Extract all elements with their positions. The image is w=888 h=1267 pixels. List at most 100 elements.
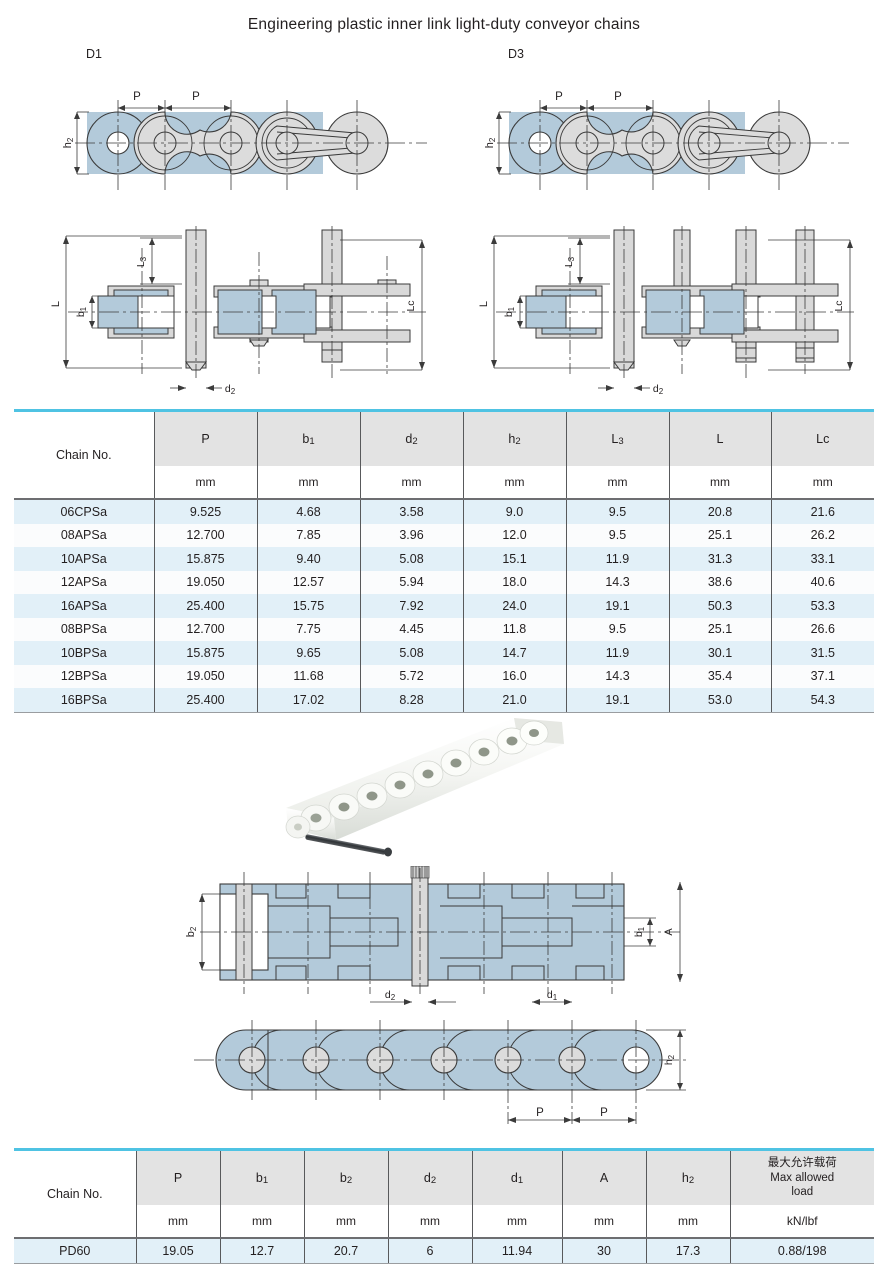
cell-b1: 15.75 [256,594,361,618]
column-header-chain-no: Chain No. [14,412,155,500]
cell-b1: 9.40 [256,547,361,571]
dim-label-A: A [663,928,675,936]
dim-label-L3: L3 [563,256,576,267]
cell-L: 20.8 [668,499,772,524]
dim-label-pitch-2: P [192,91,200,103]
cell-Lc: 26.6 [770,617,874,641]
cell-b1: 9.65 [256,641,361,665]
cell-b1: 11.68 [256,664,361,688]
column-header-d2: d2 [359,412,464,466]
dim-label-b1: b1 [633,926,646,937]
cell-Lc: 31.5 [770,641,874,665]
cell-b1: 7.85 [256,523,361,547]
cell-P: 12.700 [153,617,258,641]
table-row: 08BPSa 12.700 7.75 4.45 11.8 9.5 25.1 26… [14,617,874,641]
load-header-en-2: load [791,1186,814,1199]
cell-chain-no: 10APSa [14,547,155,571]
dim-label-b2: b2 [185,926,198,937]
cell-b1: 17.02 [256,688,361,713]
cell-L3: 14.3 [565,664,670,688]
unit-load: kN/lbf [729,1205,874,1239]
table-row: 10BPSa 15.875 9.65 5.08 14.7 11.9 30.1 3… [14,641,874,665]
cell-d2: 5.72 [359,664,464,688]
dim-label-Lc: Lc [833,300,845,311]
cell-chain-no: 08APSa [14,523,155,547]
cell-P: 25.400 [153,594,258,618]
variant-label-d3: D3 [508,47,524,61]
unit-L: mm [668,466,772,500]
column-header-h2: h2 [645,1151,731,1205]
cell-L3: 9.5 [565,523,670,547]
dim-label-L: L [50,301,62,307]
column-header-chain-no: Chain No. [14,1151,137,1239]
cell-d2: 8.28 [359,688,464,713]
load-header-cn: 最大允许载荷 [767,1157,837,1170]
cell-A: 30 [561,1238,647,1264]
cell-h2: 16.0 [462,664,567,688]
cell-d2: 5.94 [359,570,464,594]
cell-P: 12.700 [153,523,258,547]
cell-max-allowed-load: 0.88/198 [729,1238,874,1264]
cell-b1: 4.68 [256,499,361,524]
cell-chain-no: 16APSa [14,594,155,618]
cell-chain-no: 12APSa [14,570,155,594]
table-row: 16APSa 25.400 15.75 7.92 24.0 19.1 50.3 … [14,594,874,618]
column-header-P: P [135,1151,221,1205]
cell-L: 53.0 [668,688,772,713]
cell-h2: 14.7 [462,641,567,665]
cell-d1: 11.94 [471,1238,563,1264]
unit-P: mm [135,1205,221,1239]
cell-h2: 15.1 [462,547,567,571]
cell-chain-no: 08BPSa [14,617,155,641]
dim-label-d2: d2 [653,383,664,396]
cell-b1: 12.57 [256,570,361,594]
cell-Lc: 33.1 [770,547,874,571]
cell-h2: 18.0 [462,570,567,594]
dim-label-L3: L3 [135,256,148,267]
cell-P: 15.875 [153,641,258,665]
load-header-en-1: Max allowed [770,1171,835,1184]
cell-L3: 9.5 [565,617,670,641]
cell-L: 38.6 [668,570,772,594]
cell-Lc: 21.6 [770,499,874,524]
unit-L3: mm [565,466,670,500]
unit-h2: mm [462,466,567,500]
unit-d1: mm [471,1205,563,1239]
cell-h2: 12.0 [462,523,567,547]
unit-h2: mm [645,1205,731,1239]
cell-d2: 6 [387,1238,473,1264]
cell-d2: 3.58 [359,499,464,524]
column-header-max-allowed-load: 最大允许载荷 Max allowed load [729,1151,874,1205]
unit-A: mm [561,1205,647,1239]
table-row: 12BPSa 19.050 11.68 5.72 16.0 14.3 35.4 … [14,664,874,688]
cell-L3: 19.1 [565,594,670,618]
cell-L: 25.1 [668,617,772,641]
cell-chain-no: PD60 [14,1238,137,1264]
cell-P: 15.875 [153,547,258,571]
page-title: Engineering plastic inner link light-dut… [247,16,641,33]
cell-L: 25.1 [668,523,772,547]
cell-h2: 11.8 [462,617,567,641]
diagram-d1-top-view: L b1 L3 Lc [22,222,442,402]
dim-label-Lc: Lc [405,300,417,311]
column-header-h2: h2 [462,412,567,466]
column-header-b1: b1 [219,1151,305,1205]
cell-b2: 20.7 [303,1238,389,1264]
unit-b2: mm [303,1205,389,1239]
cell-h2: 21.0 [462,688,567,713]
cell-P: 25.400 [153,688,258,713]
dim-label-pitch-1: P [133,91,141,103]
cell-P: 19.050 [153,570,258,594]
cell-L: 30.1 [668,641,772,665]
diagram-d1-side-view: P P h2 [55,78,445,206]
cell-L: 31.3 [668,547,772,571]
table-row: 16BPSa 25.400 17.02 8.28 21.0 19.1 53.0 … [14,688,874,713]
cell-d2: 3.96 [359,523,464,547]
cell-d2: 4.45 [359,617,464,641]
cell-h2: 17.3 [645,1238,731,1264]
product-photo-plastic-chain [262,700,642,860]
pd60-spec-table: Chain No. P b1 b2 d2 d1 A h2 最大允许载荷 Max … [14,1148,874,1264]
table-row: 08APSa 12.700 7.85 3.96 12.0 9.5 25.1 26… [14,523,874,547]
table-row: 06CPSa 9.525 4.68 3.58 9.0 9.5 20.8 21.6 [14,499,874,524]
cell-chain-no: 16BPSa [14,688,155,713]
